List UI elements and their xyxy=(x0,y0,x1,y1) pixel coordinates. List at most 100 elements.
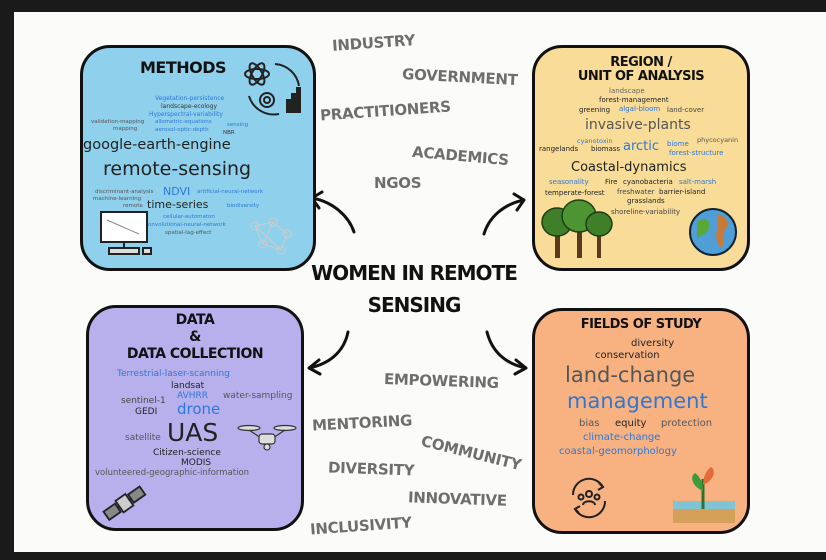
region-word: Fire xyxy=(605,178,618,186)
word-innovative: INNOVATIVE xyxy=(407,488,508,510)
methods-word: allometric-equations xyxy=(155,119,212,125)
region-word: algal-bloom xyxy=(619,105,661,113)
methods-word: Vegetation-persistence xyxy=(155,95,225,102)
region-title-line2: UNIT OF ANALYSIS xyxy=(577,69,705,84)
methods-word: remote xyxy=(123,203,143,209)
methods-panel: METHODS Vegetation-persistence landscape… xyxy=(80,45,316,271)
fields-title: FIELDS OF STUDY xyxy=(580,317,702,332)
fields-word: bias xyxy=(579,418,600,429)
methods-word: cellular-automaton xyxy=(163,214,215,220)
tree-icon xyxy=(541,199,613,258)
fields-word: equity xyxy=(615,418,647,429)
arrow-to-region xyxy=(482,192,526,236)
infographic-canvas: WOMEN IN REMOTE SENSING INDUSTRY GOVERNM… xyxy=(14,12,826,552)
globe-icon xyxy=(689,208,737,256)
region-word: seasonality xyxy=(549,178,589,186)
methods-icons xyxy=(244,62,301,116)
region-word: biomass xyxy=(591,145,621,153)
data-word: GEDI xyxy=(135,407,158,417)
data-word: AVHRR xyxy=(177,391,209,401)
arrow-to-fields xyxy=(485,330,528,376)
bar-chart-icon xyxy=(286,87,301,113)
methods-word: aerosol-optic-depth xyxy=(155,127,209,133)
region-title-line1: REGION / xyxy=(610,55,672,70)
methods-word-large: google-earth-engine xyxy=(83,137,231,153)
methods-word: validation-mapping xyxy=(91,119,145,125)
arrow-to-data xyxy=(307,330,350,376)
fields-word: conservation xyxy=(595,350,660,361)
region-title: REGION / UNIT OF ANALYSIS xyxy=(535,56,747,84)
region-panel: REGION / UNIT OF ANALYSIS landscape fore… xyxy=(532,45,750,271)
arrow-to-methods xyxy=(310,190,356,234)
methods-word: convolutional-neural-network xyxy=(145,222,226,228)
region-word: rangelands xyxy=(539,145,579,153)
methods-word: Hyperspectral-variability xyxy=(149,111,223,118)
data-word: landsat xyxy=(171,381,205,391)
methods-word: time-series xyxy=(147,198,209,211)
word-diversity: DIVERSITY xyxy=(327,458,415,480)
data-word: MODIS xyxy=(181,458,212,468)
methods-word: NBR xyxy=(223,130,235,136)
drone-icon xyxy=(237,424,297,451)
data-word: Citizen-science xyxy=(153,448,221,458)
region-word-large: Coastal-dynamics xyxy=(571,160,687,175)
methods-word: biodiversity xyxy=(227,203,260,209)
fields-word: protection xyxy=(661,418,713,429)
center-title-line1: WOMEN IN REMOTE xyxy=(311,261,518,285)
data-word: water-sampling xyxy=(223,391,293,401)
fields-word-large: management xyxy=(567,389,708,413)
data-word-large: UAS xyxy=(167,418,219,447)
data-title-line2: & xyxy=(189,329,201,345)
methods-title: METHODS xyxy=(139,58,227,77)
methods-word: mapping xyxy=(113,126,138,132)
satellite-icon xyxy=(102,485,147,522)
methods-word: machine-learning xyxy=(93,196,142,202)
data-title-line3: DATA COLLECTION xyxy=(126,346,264,362)
region-word: land-cover xyxy=(667,106,705,114)
gear-icon xyxy=(259,92,275,108)
fields-word: climate-change xyxy=(583,432,661,443)
fields-word: coastal-geomorphology xyxy=(559,446,677,457)
region-word: forest-management xyxy=(599,96,669,104)
methods-word: artificial-neural-network xyxy=(197,189,264,195)
fields-panel: FIELDS OF STUDY diversity conservation l… xyxy=(532,308,750,534)
region-word: grasslands xyxy=(627,197,665,205)
fields-word-large: land-change xyxy=(565,363,696,387)
region-word: arctic xyxy=(623,139,660,154)
data-title: DATA & DATA COLLECTION xyxy=(89,312,301,363)
region-word: barrier-island xyxy=(659,188,706,196)
network-graphic xyxy=(250,217,292,255)
region-word: biome xyxy=(667,140,689,148)
methods-word: NDVI xyxy=(163,185,191,198)
region-word: shoreline-variability xyxy=(611,208,681,216)
methods-word-large: remote-sensing xyxy=(103,158,252,180)
region-word: landscape xyxy=(609,87,645,95)
methods-word: discriminant-analysis xyxy=(95,189,154,195)
data-word: sentinel-1 xyxy=(121,396,166,406)
atom-icon xyxy=(244,62,270,86)
plant-icon xyxy=(673,467,735,523)
region-word: cyanobacteria xyxy=(623,178,673,186)
region-word: salt-marsh xyxy=(679,178,717,186)
region-word: temperate-forest xyxy=(545,189,605,197)
region-word: phycocyanin xyxy=(697,136,739,144)
computer-icon xyxy=(100,211,152,255)
center-title-line2: SENSING xyxy=(367,293,462,317)
region-word: greening xyxy=(579,106,611,114)
data-word: drone xyxy=(177,400,221,418)
region-word-large: invasive-plants xyxy=(585,117,691,133)
data-word: Terrestrial-laser-scanning xyxy=(117,369,230,379)
methods-word: landscape-ecology xyxy=(161,103,218,110)
data-word: satellite xyxy=(125,433,161,443)
data-title-line1: DATA xyxy=(175,312,215,328)
word-ngos: NGOS xyxy=(374,174,422,192)
people-cycle-icon xyxy=(571,477,607,519)
fields-word: diversity xyxy=(631,338,675,349)
data-word: volunteered-geographic-information xyxy=(95,468,250,478)
methods-word: spatial-lag-effect xyxy=(165,230,212,236)
center-title: WOMEN IN REMOTE SENSING xyxy=(284,257,544,321)
methods-word: sensing xyxy=(227,122,249,128)
region-word: freshwater xyxy=(617,188,655,196)
region-word: cyanotoxin xyxy=(577,137,613,145)
region-word: forest-structure xyxy=(669,149,724,157)
